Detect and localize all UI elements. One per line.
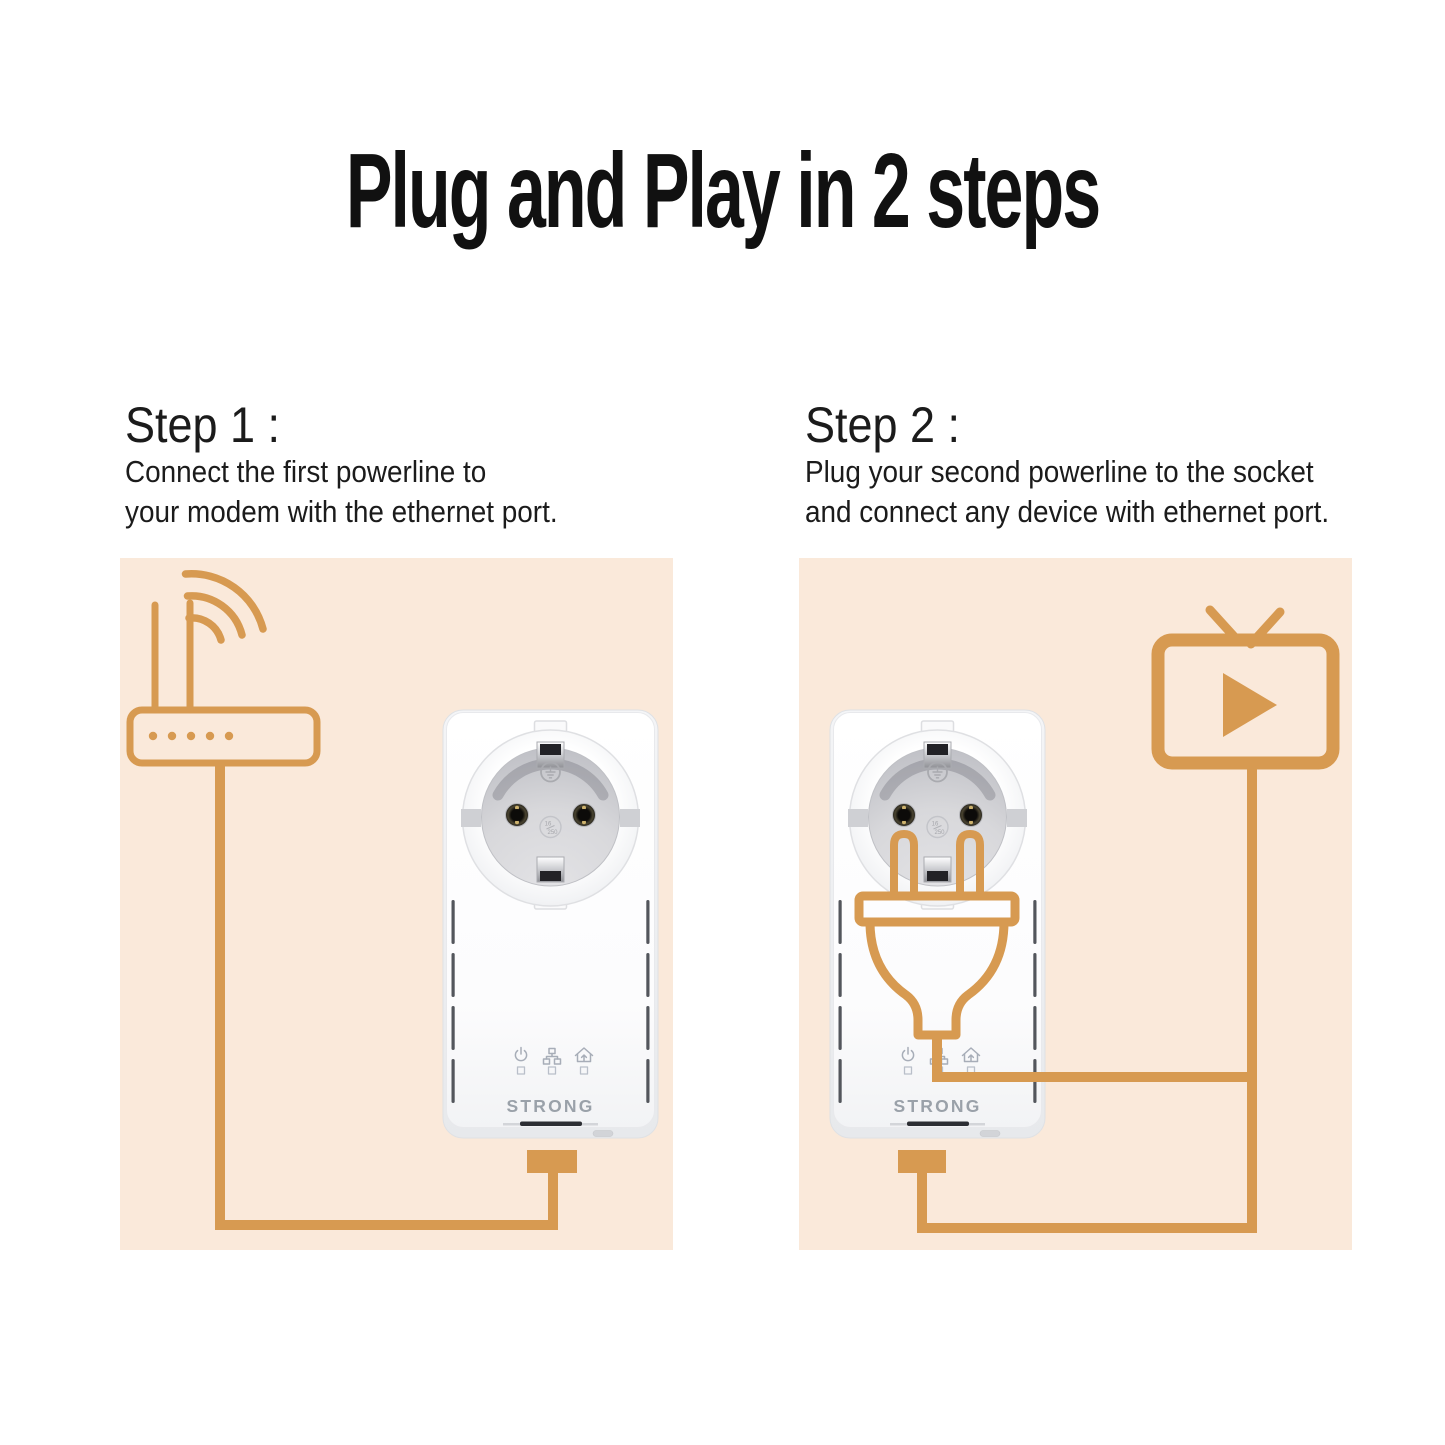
step1-line2: your modem with the ethernet port. <box>125 495 558 530</box>
plug-head <box>854 891 1020 927</box>
plug-pin-left <box>890 830 918 896</box>
powerline-adapter-1 <box>443 710 658 1138</box>
step1-heading: Step 1 : <box>125 398 280 454</box>
ethernet-connector-2 <box>898 1150 946 1173</box>
ethernet-connector-1 <box>527 1150 577 1173</box>
page-title-group: Plug and Play in 2 steps <box>346 133 1101 251</box>
step1-line1: Connect the first powerline to <box>125 455 486 490</box>
step2-line2: and connect any device with ethernet por… <box>805 495 1329 530</box>
step2-panel <box>799 558 1352 1250</box>
wifi-router-icon <box>126 570 321 767</box>
step2-text-block: Step 2 : Plug your second powerline to t… <box>805 398 1329 530</box>
router-status-dots <box>148 731 234 741</box>
tv-play-icon <box>1151 605 1340 770</box>
plug-pin-right <box>956 830 984 896</box>
step1-text-block: Step 1 : Connect the first powerline to … <box>125 398 558 530</box>
tv-screen <box>1151 633 1340 770</box>
plug-body <box>865 921 1009 1040</box>
power-plug-icon <box>854 830 1020 1040</box>
step2-line1: Plug your second powerline to the socket <box>805 455 1314 490</box>
step1-panel <box>120 558 673 1250</box>
ethernet-cable-2 <box>917 763 1257 1233</box>
plug-power-cord <box>932 1033 1252 1082</box>
step2-heading: Step 2 : <box>805 398 960 454</box>
play-icon <box>1223 673 1277 737</box>
ethernet-cable-1 <box>215 763 558 1230</box>
page-title: Plug and Play in 2 steps <box>346 133 1099 251</box>
